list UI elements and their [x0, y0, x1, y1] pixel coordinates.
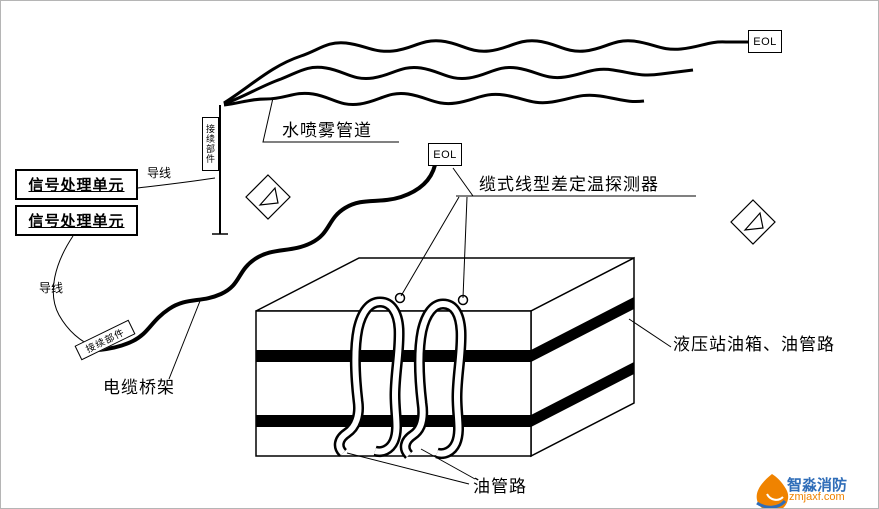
eol-terminator-top: EOL: [748, 30, 782, 53]
water-swoosh: [756, 499, 787, 508]
hydraulic-tank-label: 液压站油箱、油管路: [673, 335, 835, 354]
hydraulic-tank-box: [255, 256, 635, 458]
eol-terminator-mid: EOL: [428, 143, 462, 166]
diamond-left-triangle: [258, 186, 279, 206]
spray-cable-middle: [223, 65, 694, 106]
leader-lines: [168, 97, 696, 485]
leader-detector-to-eol: [452, 167, 474, 197]
leader-detector-to-loop-left: [400, 196, 460, 297]
signal-wires: [52, 177, 216, 349]
site-logo: 智淼消防 zmjaxf.com: [753, 471, 873, 507]
loop-left-cap: [394, 292, 406, 304]
flame-swirl: [766, 493, 784, 501]
oil-pipe-loops: [333, 292, 469, 460]
signal-unit-top-label: 信号处理单元: [28, 177, 125, 194]
leader-oil-pipe-right: [420, 448, 476, 480]
diamond-symbols: [245, 174, 776, 245]
signal-processing-unit-top: 信号处理单元: [15, 169, 138, 200]
leader-oil-pipe-left: [346, 452, 470, 485]
tank-band-side-lower: [531, 362, 634, 427]
connector-top-label: 接续部件: [205, 124, 215, 164]
logo-flame-icon: [756, 474, 789, 508]
eol-top-label: EOL: [753, 35, 777, 48]
leader-cable-tray: [168, 300, 201, 380]
wire-top-label: 导线: [147, 166, 172, 180]
oil-pipeline-label: 油管路: [473, 477, 527, 496]
water-spray-pipe-label: 水喷雾管道: [282, 121, 372, 140]
diamond-left: [245, 174, 291, 220]
signal-unit-bottom-label: 信号处理单元: [28, 213, 125, 230]
wire-top-path: [137, 177, 216, 189]
tank-band-side-upper: [531, 297, 634, 362]
wire-bottom-label: 导线: [39, 281, 64, 295]
spray-cable-bottom: [223, 91, 645, 107]
leader-tank: [628, 318, 672, 348]
detector-cable: [98, 164, 437, 352]
signal-processing-unit-bottom: 信号处理单元: [15, 205, 138, 236]
detector-label: 缆式线型差定温探测器: [479, 175, 659, 194]
diamond-right: [730, 199, 776, 245]
water-spray-cables: [223, 39, 749, 107]
loop-right-core: [402, 301, 465, 458]
loop-left-core: [336, 299, 403, 456]
leader-detector-to-loop-right: [462, 196, 468, 299]
logo-brand-name: 智淼消防: [787, 477, 848, 494]
diamond-right-triangle: [743, 211, 764, 231]
connector-component-top: 接续部件: [202, 117, 219, 171]
logo-website: zmjaxf.com: [789, 491, 845, 503]
cable-tray-label: 电缆桥架: [103, 378, 175, 397]
junction-drop-line: [212, 105, 228, 235]
eol-mid-label: EOL: [433, 148, 457, 161]
leader-water-spray: [262, 97, 399, 143]
wire-bottom-path: [52, 235, 97, 349]
spray-cable-top: [223, 39, 749, 105]
